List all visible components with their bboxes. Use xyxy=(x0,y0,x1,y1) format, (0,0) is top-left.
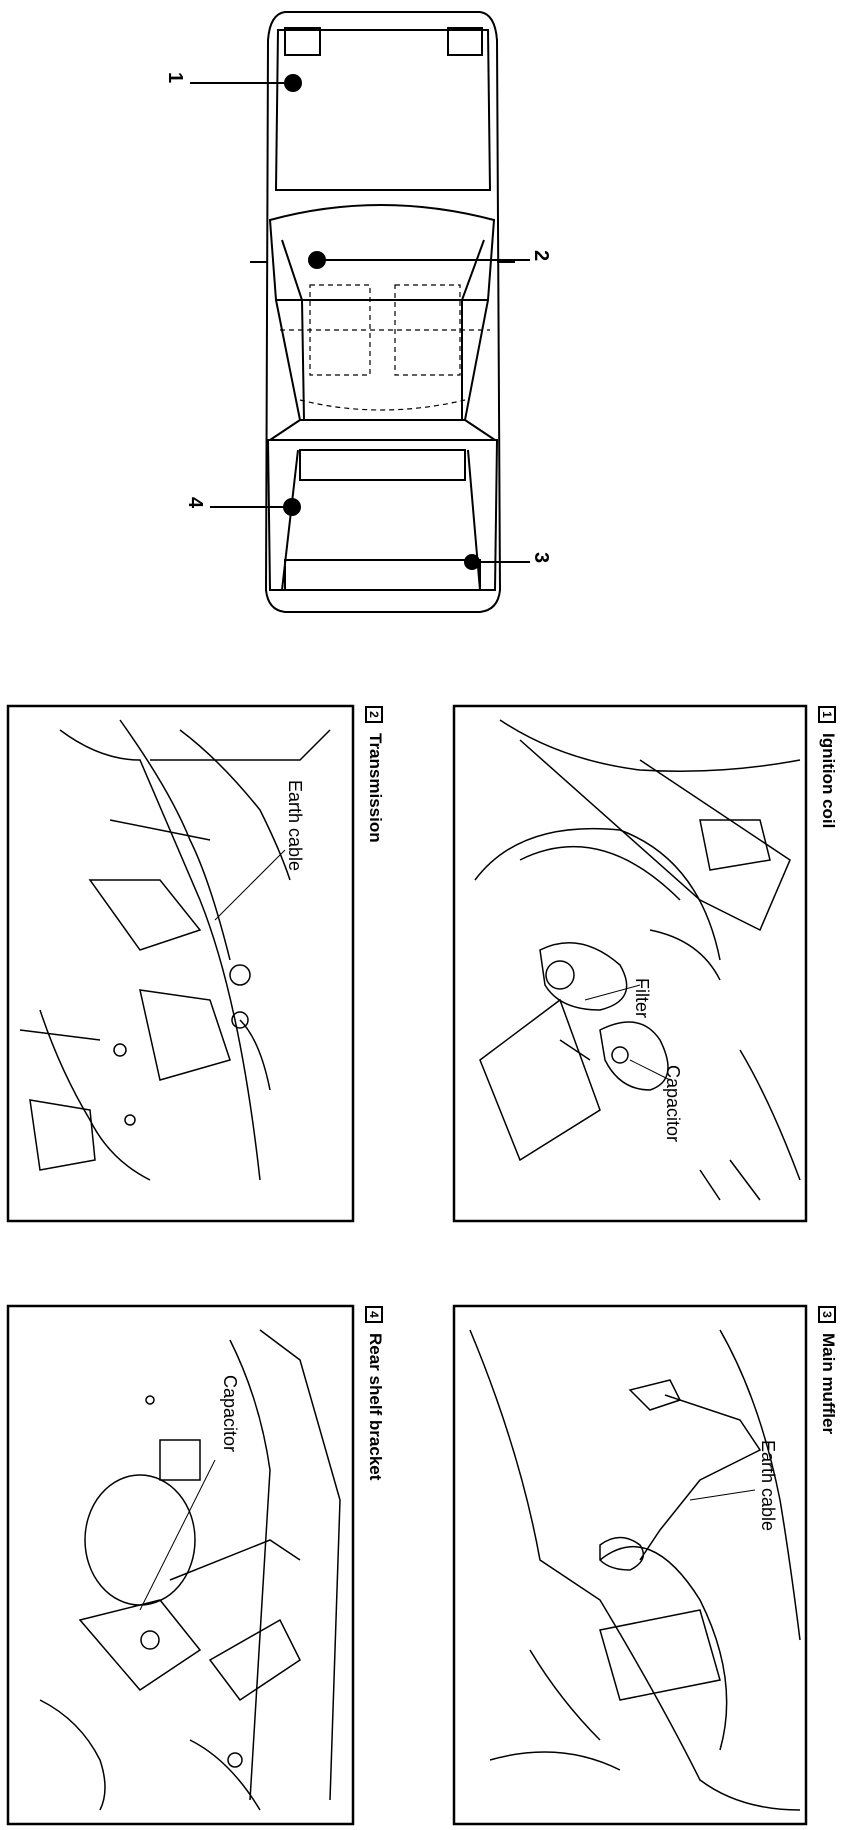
label-earth-cable-3: Earth cable xyxy=(758,1440,778,1532)
panel-badge-2: 2 xyxy=(365,706,384,723)
panel-title-2: 2Transmission xyxy=(365,706,385,843)
callout-number-4: 4 xyxy=(184,497,206,509)
marker-2 xyxy=(308,251,326,269)
label-capacitor-4: Capacitor xyxy=(220,1375,240,1453)
panel-title-2-text: Transmission xyxy=(366,733,385,843)
rear-shelf-bracket-leaders xyxy=(139,1459,216,1611)
callout-number-3: 3 xyxy=(530,552,552,564)
panel-badge-4: 4 xyxy=(365,1306,384,1323)
marker-1 xyxy=(284,74,302,92)
panel-frame-2 xyxy=(6,704,355,1223)
transmission-leaders xyxy=(214,849,286,921)
main-muffler-leaders xyxy=(689,1489,756,1501)
callout-number-1: 1 xyxy=(164,72,186,84)
rear-shelf-bracket-sketch xyxy=(39,1329,341,1811)
panel-title-4-text: Rear shelf bracket xyxy=(366,1333,385,1481)
panel-frames xyxy=(6,704,808,1826)
marker-4 xyxy=(283,498,301,516)
transmission-sketch xyxy=(19,719,331,1181)
label-capacitor-1: Capacitor xyxy=(663,1065,683,1143)
panel-title-3: 3Main muffler xyxy=(818,1306,838,1434)
panel-title-4: 4Rear shelf bracket xyxy=(365,1306,385,1480)
car-body-outline xyxy=(250,11,515,613)
panel-badge-3: 3 xyxy=(818,1306,837,1323)
ignition-coil-sketch xyxy=(474,719,801,1201)
callout-markers xyxy=(190,74,530,570)
panel-badge-1: 1 xyxy=(818,706,837,723)
panel-title-1-text: Ignition coil xyxy=(819,733,838,829)
panel-frame-4 xyxy=(6,1304,355,1826)
car-interior-dashes xyxy=(280,284,490,411)
label-earth-cable-2: Earth cable xyxy=(285,780,305,872)
main-muffler-sketch xyxy=(469,1329,801,1811)
panel-frame-1 xyxy=(452,704,808,1223)
panel-frame-3 xyxy=(452,1304,808,1826)
panel-title-3-text: Main muffler xyxy=(819,1333,838,1435)
panel-title-1: 1Ignition coil xyxy=(818,706,838,828)
ignition-coil-leaders xyxy=(584,984,671,1081)
marker-3 xyxy=(464,554,480,570)
label-filter: Filter xyxy=(632,978,652,1018)
callout-number-2: 2 xyxy=(530,250,552,262)
